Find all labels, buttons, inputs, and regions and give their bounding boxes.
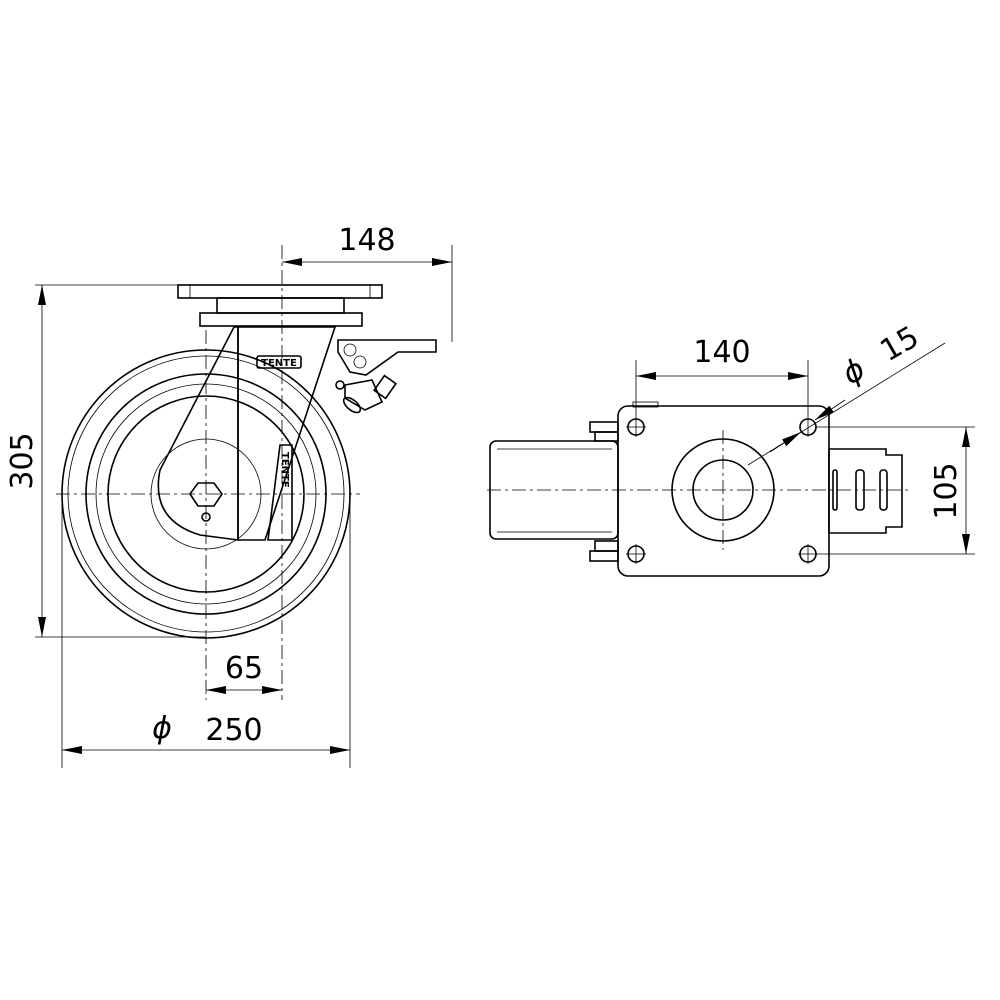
wheel-logo: TENTE (279, 452, 290, 488)
dimension-140: 140 (693, 335, 750, 370)
dimension-65: 65 (225, 651, 263, 686)
fork: TENTE TENTE (157, 326, 337, 541)
top-view: 140 105 ϕ 15 (487, 320, 975, 577)
diameter-symbol: ϕ (152, 711, 172, 746)
fork-logo: TENTE (261, 358, 297, 369)
dimension-250: 250 (205, 713, 262, 748)
top-plate (177, 284, 383, 327)
diameter-symbol: ϕ (837, 352, 872, 392)
dimension-305: 305 (5, 432, 40, 489)
dimension-148: 148 (338, 223, 395, 258)
dimension-15: 15 (875, 320, 926, 369)
dimension-105: 105 (929, 462, 964, 519)
side-view: TENTE TENTE 148 305 65 ϕ 250 (5, 223, 453, 768)
brake-lever (335, 339, 437, 414)
